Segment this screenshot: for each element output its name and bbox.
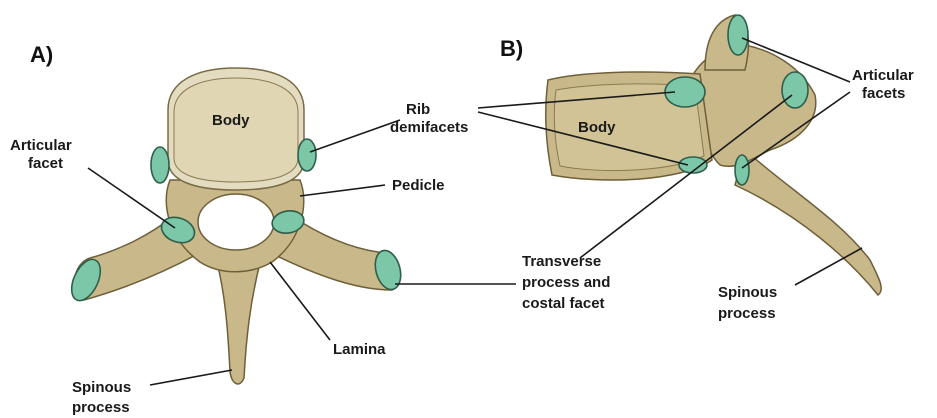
rib-demifacets-label-line1: Rib [406,101,430,118]
transverse-label-line3: costal facet [522,295,605,312]
spinous-process-b [735,150,881,295]
transverse-label-line1: Transverse [522,253,601,270]
body-label-a: Body [212,112,250,129]
leader-pedicle [300,185,385,196]
spinous-a-label-line1: Spinous [72,379,131,396]
articular-facet-label-line1: Articular [10,137,72,154]
body-rim [174,78,298,182]
spinous-b-label-line2: process [718,305,776,322]
transverse-label-line2: process and [522,274,610,291]
articular-facets-b-label-line1: Articular [852,67,914,84]
body-label-b: Body [578,119,616,136]
rib-demifacet-left-a [151,147,169,183]
articular-facet-inferior-b [735,155,749,185]
leader-rib-to-a [310,120,400,152]
pedicle-label: Pedicle [392,177,445,194]
leader-spinous-a [150,370,232,385]
vertebral-foramen [198,194,274,250]
panel-b-letter: B) [500,36,523,61]
articular-facet-superior-b [728,15,748,55]
rib-demifacet-right-a [298,139,316,171]
articular-facets-b-label-line2: facets [862,85,905,102]
transverse-costal-facet-b [782,72,808,108]
articular-facet-label-line2: facet [28,155,63,172]
spinous-a-label-line2: process [72,399,130,416]
lamina-label: Lamina [333,341,386,358]
rib-demifacets-label-line2: demifacets [390,119,468,136]
spinous-process-a [215,255,262,384]
spinous-b-label-line1: Spinous [718,284,777,301]
panel-a-letter: A) [30,42,53,67]
